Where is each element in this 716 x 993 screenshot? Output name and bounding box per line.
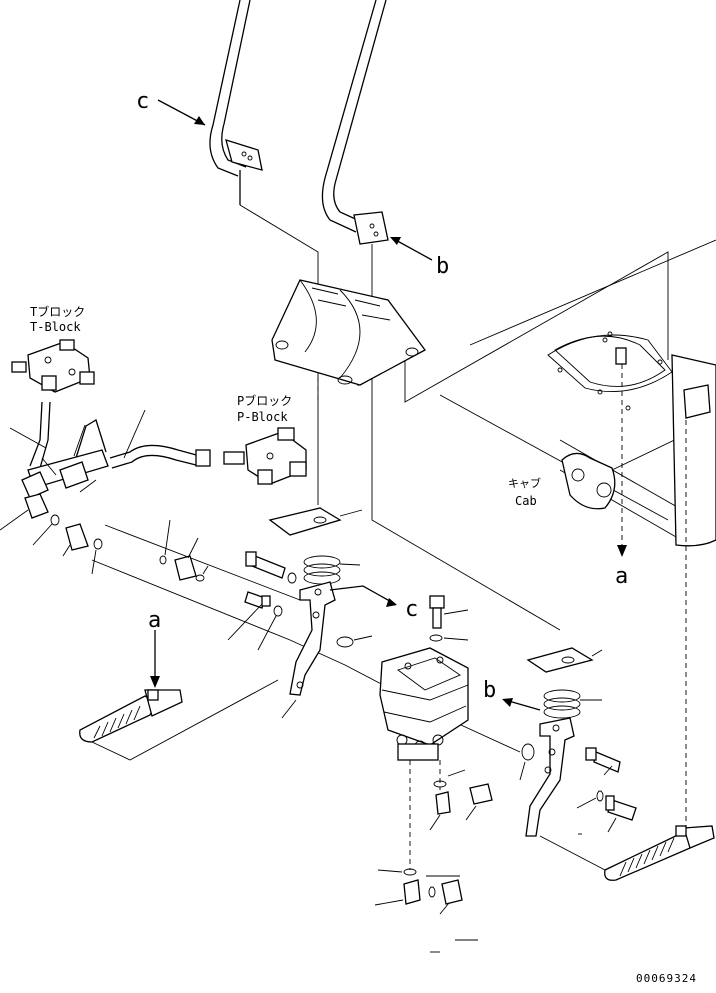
right-vertical-pipe — [671, 354, 716, 830]
p-block-label-jp: Pブロック — [237, 393, 292, 408]
t-block-label-en: T-Block — [30, 320, 81, 334]
ref-b-middle-label: b — [483, 678, 496, 703]
brake-valve — [379, 647, 469, 870]
hose-assembly — [9, 401, 211, 499]
left-spring — [303, 555, 361, 585]
ref-a-right-label: a — [615, 564, 628, 589]
left-pedal-pad — [268, 507, 363, 536]
valve-top-bolt — [429, 595, 469, 642]
callout-b-middle: b — [483, 678, 541, 711]
ref-c-top-label: c — [136, 89, 149, 114]
t-block-label-jp: Tブロック — [30, 304, 85, 319]
right-upper-pipe — [321, 0, 389, 245]
cab-label-jp: キャブ — [508, 476, 541, 490]
fittings-left — [0, 493, 103, 575]
callout-c-top: c — [136, 89, 206, 126]
right-pedal-pad — [526, 647, 603, 673]
left-pedal-assembly: a — [79, 608, 279, 761]
left-upper-pipe — [209, 0, 263, 205]
drawing-number: 00069324 — [636, 972, 697, 985]
ref-b-top-label: b — [436, 254, 449, 279]
cab-label: キャブ Cab — [508, 476, 541, 508]
right-bolts — [576, 747, 637, 835]
pedal-boot-cover — [271, 279, 426, 386]
ref-c-middle-label: c — [405, 597, 418, 622]
valve-fittings — [374, 769, 493, 953]
p-block: Pブロック P-Block — [223, 393, 307, 485]
bracket-washer — [336, 636, 354, 648]
ref-a-left-label: a — [148, 608, 161, 633]
left-pedal-bracket — [281, 581, 336, 719]
t-block: Tブロック T-Block — [11, 304, 95, 393]
callout-b-top: b — [390, 237, 449, 279]
cab-label-en: Cab — [515, 494, 537, 508]
right-spring — [543, 689, 602, 719]
p-block-label-en: P-Block — [237, 410, 288, 424]
fittings-middle — [159, 519, 297, 651]
right-pedal-bracket — [519, 717, 575, 837]
right-pedal-assembly — [539, 825, 715, 881]
callout-c-middle: c — [329, 585, 418, 622]
